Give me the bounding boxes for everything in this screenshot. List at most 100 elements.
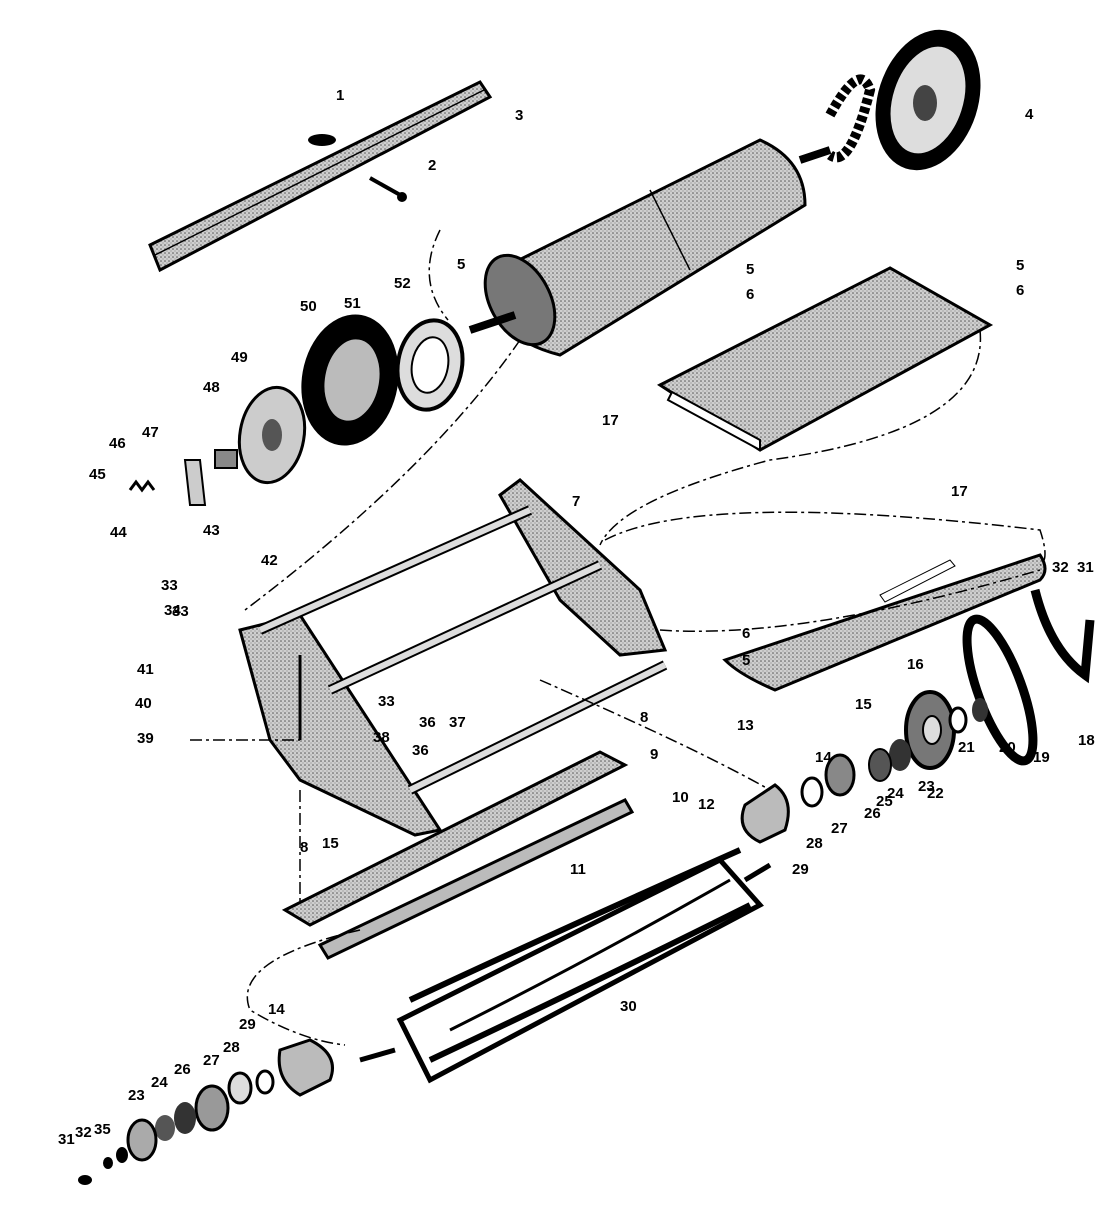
bearing-stack-left [78,1069,275,1185]
callout-45: 45 [89,466,106,483]
drive-chain [825,74,876,163]
handle-bar [148,80,493,273]
callout-32: 32 [75,1124,92,1141]
callout-24: 24 [887,785,904,802]
callout-23: 23 [128,1087,145,1104]
callout-1: 1 [336,87,345,104]
callout-10: 10 [672,789,689,806]
callout-16: 16 [907,656,924,673]
callout-50: 50 [300,298,317,315]
callout-2: 2 [428,157,437,174]
callout-39: 39 [137,730,154,747]
bracket-42 [183,459,207,506]
callout-14: 14 [815,749,832,766]
callout-25: 25 [876,793,893,810]
callout-27: 27 [831,820,848,837]
callout-5: 5 [742,652,751,669]
bearing-stack-right [800,698,988,808]
callout-6: 6 [742,625,751,642]
callout-17: 17 [951,483,968,500]
callout-29: 29 [792,861,809,878]
callout-34: 34 [164,602,181,619]
callout-26: 26 [174,1061,191,1078]
carriage-bolt [369,176,407,202]
callout-23: 23 [918,778,935,795]
bearing-housing-left [277,1038,334,1097]
callout-42: 42 [261,552,278,569]
callout-20: 20 [999,739,1016,756]
callout-14: 14 [268,1001,285,1018]
callout-47: 47 [142,424,159,441]
callout-21: 21 [958,739,975,756]
belt-guard-bracket [1030,588,1095,684]
callout-5: 5 [746,261,755,278]
callout-41: 41 [137,661,154,678]
callout-31: 31 [1077,559,1094,576]
callout-30: 30 [620,998,637,1015]
wheel-left [301,314,399,446]
callout-8: 8 [640,709,649,726]
callout-17: 17 [602,412,619,429]
callout-49: 49 [231,349,248,366]
callout-27: 27 [203,1052,220,1069]
callout-48: 48 [203,379,220,396]
bed-bar [281,750,629,927]
callout-4: 4 [1025,106,1034,123]
callout-7: 7 [572,493,581,510]
callout-51: 51 [344,295,361,312]
side-frame-right [498,478,668,657]
callout-28: 28 [806,835,823,852]
callout-36: 36 [419,714,436,731]
bed-knife [317,798,635,960]
callout-36: 36 [412,742,429,759]
callout-26: 26 [864,805,881,822]
callout-9: 9 [650,746,659,763]
ring-washer-51 [395,318,465,412]
bearing-housing-right [740,783,790,844]
spacer-47 [214,449,238,469]
callout-28: 28 [223,1039,240,1056]
callout-24: 24 [151,1074,168,1091]
rear-cover-plate [657,266,994,452]
callout-19: 19 [1033,749,1050,766]
assembly-leader-lines [190,229,1046,1046]
callout-12: 12 [698,796,715,813]
callout-52: 52 [394,275,411,292]
callout-31: 31 [58,1131,75,1148]
callout-6: 6 [1016,282,1025,299]
wheel-right [875,29,981,171]
callout-46: 46 [109,435,126,452]
callout-22: 22 [927,785,944,802]
callout-15: 15 [855,696,872,713]
callout-15: 15 [322,835,339,852]
callout-38: 38 [373,729,390,746]
callout-32: 32 [1052,559,1069,576]
callout-29: 29 [239,1016,256,1033]
pulley [904,690,956,770]
callout-6: 6 [746,286,755,303]
callout-35: 35 [94,1121,111,1138]
drive-belt [962,614,1038,766]
callout-44: 44 [110,524,127,541]
callout-37: 37 [449,714,466,731]
callout-3: 3 [515,107,524,124]
callout-5: 5 [457,256,466,273]
callout-43: 43 [203,522,220,539]
callout-11: 11 [570,861,586,878]
callout-8: 8 [300,839,309,856]
cutting-reel [359,847,772,1084]
wheel-hub-48 [237,385,307,485]
grass-shield [722,553,1047,692]
frame-rods [257,505,668,795]
callout-33: 33 [161,577,178,594]
roller-drum [468,138,832,357]
callout-13: 13 [737,717,754,734]
callout-33: 33 [378,693,395,710]
callout-40: 40 [135,695,152,712]
callout-5: 5 [1016,257,1025,274]
callout-33: 33 [172,603,189,620]
wing-nut [308,134,336,146]
callout-18: 18 [1078,732,1095,749]
